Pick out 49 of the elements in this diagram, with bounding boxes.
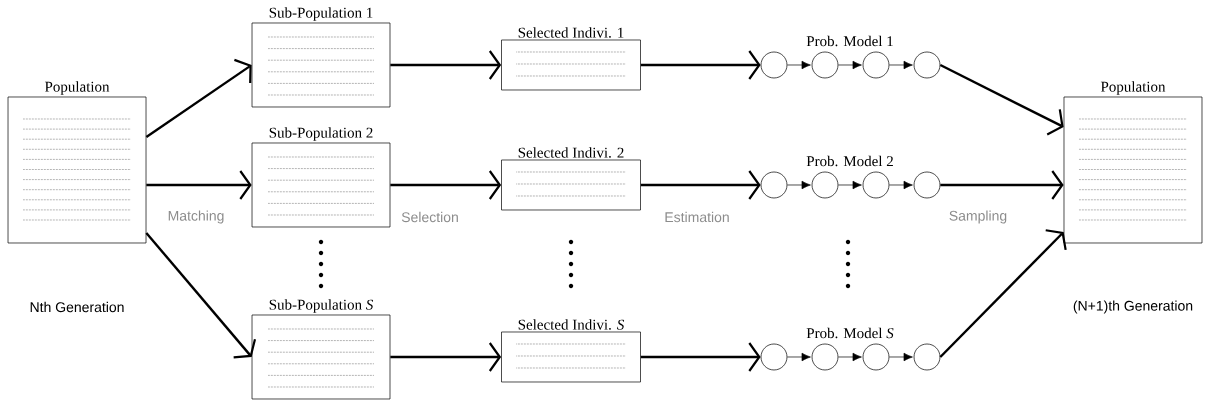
model-circle bbox=[913, 51, 941, 79]
model-title: Prob. Model 1 bbox=[806, 35, 893, 47]
model-circle bbox=[760, 343, 788, 371]
arrow bbox=[889, 352, 913, 362]
arrow bbox=[889, 60, 913, 70]
arrow bbox=[939, 229, 1067, 358]
arrow bbox=[787, 60, 811, 70]
arrow bbox=[787, 180, 811, 190]
model-circle bbox=[760, 51, 788, 79]
arrow bbox=[390, 50, 502, 80]
arrow bbox=[889, 180, 913, 190]
model-title: Prob. Model 2 bbox=[806, 155, 893, 167]
model-circle bbox=[760, 171, 788, 199]
stage-label: Estimation bbox=[665, 211, 729, 223]
arrow bbox=[390, 342, 502, 372]
arrow bbox=[145, 232, 257, 359]
box-title: Population bbox=[1100, 81, 1166, 95]
model-circle bbox=[913, 171, 941, 199]
model-title: Prob. Model S bbox=[806, 327, 894, 339]
arrow bbox=[838, 180, 862, 190]
model-circle bbox=[811, 171, 839, 199]
box-title: Population bbox=[44, 81, 110, 95]
model-circle bbox=[811, 51, 839, 79]
stage-label: Sampling bbox=[949, 210, 1007, 224]
arrow bbox=[838, 60, 862, 70]
box-title: Sub-Population 2 bbox=[269, 127, 373, 141]
arrow bbox=[640, 342, 761, 372]
arrow bbox=[787, 352, 811, 362]
generation-label: (N+1)th Generation bbox=[1073, 300, 1193, 314]
arrow bbox=[940, 170, 1064, 200]
box-title: Selected Indivi. 1 bbox=[518, 27, 624, 38]
arrow bbox=[838, 352, 862, 362]
arrow bbox=[145, 58, 252, 138]
arrow bbox=[939, 63, 1064, 136]
arrow bbox=[640, 50, 761, 80]
model-circle bbox=[862, 171, 890, 199]
arrow bbox=[640, 170, 761, 200]
stage-label: Matching bbox=[168, 210, 224, 224]
model-circle bbox=[862, 51, 890, 79]
generation-label: Nth Generation bbox=[30, 301, 124, 313]
arrow bbox=[146, 170, 252, 200]
model-circle bbox=[913, 343, 941, 371]
model-circle bbox=[862, 343, 890, 371]
arrow bbox=[390, 170, 502, 200]
box-title: Sub-Population 1 bbox=[269, 7, 373, 21]
box-title: Selected Indivi. 2 bbox=[518, 147, 624, 158]
box-title: Sub-Population S bbox=[269, 299, 374, 313]
box-title: Selected Indivi. S bbox=[518, 319, 625, 330]
model-circle bbox=[811, 343, 839, 371]
